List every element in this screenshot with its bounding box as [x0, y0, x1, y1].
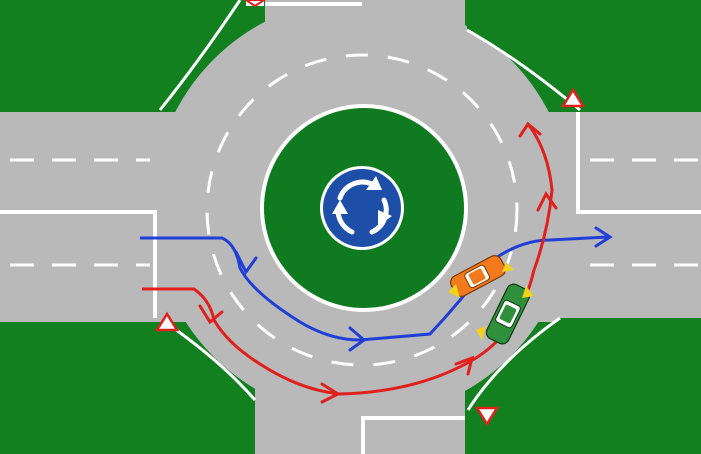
car-green [485, 283, 531, 345]
south-stop-line [361, 416, 465, 454]
route-red-arrows [198, 121, 558, 404]
car-green-indicator [476, 286, 534, 340]
give-way-triangle-icon [560, 87, 586, 108]
give-way-sign-east [560, 87, 586, 108]
route-red-path [142, 123, 554, 396]
grass-corner-se [468, 318, 701, 454]
give-way-sign-west [154, 311, 180, 332]
lane-markings [10, 53, 701, 367]
grass-corner-sw [0, 322, 255, 454]
ring-lane-marking [205, 53, 519, 367]
give-way-triangle-icon [244, 0, 266, 8]
grass-corner-ne [467, 0, 701, 110]
give-way-sign-south [474, 406, 500, 427]
curb-nw [158, 0, 242, 111]
give-way-sign-north [244, 0, 266, 8]
car-orange [449, 255, 507, 297]
give-way-triangle-icon [474, 406, 500, 427]
route-blue-arrows [234, 226, 613, 352]
give-way-triangle-icon [154, 311, 180, 332]
curb-se [466, 316, 561, 411]
west-stop-line [0, 210, 157, 318]
car-icon [449, 255, 507, 297]
east-stop-line [576, 112, 701, 214]
roundabout-mandatory-sign-icon [320, 166, 404, 250]
car-icon [485, 283, 531, 345]
car-orange-indicator [448, 262, 514, 298]
